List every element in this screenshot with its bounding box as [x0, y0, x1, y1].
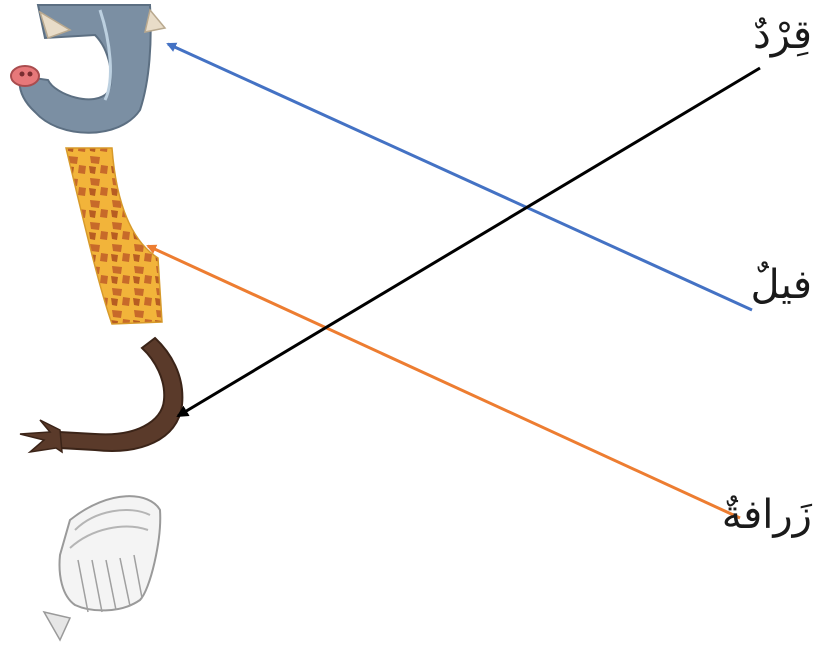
monkey-tail-icon [20, 338, 182, 452]
word-qird[interactable]: قِرْدٌ [753, 12, 812, 58]
giraffe-neck-icon [66, 148, 162, 324]
connection-arrow-qird-monkey-tail [178, 68, 760, 416]
word-fil[interactable]: فيلٌ [751, 262, 812, 308]
connection-arrow-fil-elephant [168, 44, 752, 310]
elephant-trunk-icon [11, 5, 165, 133]
word-zarafa[interactable]: زَرافةٌ [722, 492, 812, 538]
bird-wing-icon [44, 496, 160, 640]
